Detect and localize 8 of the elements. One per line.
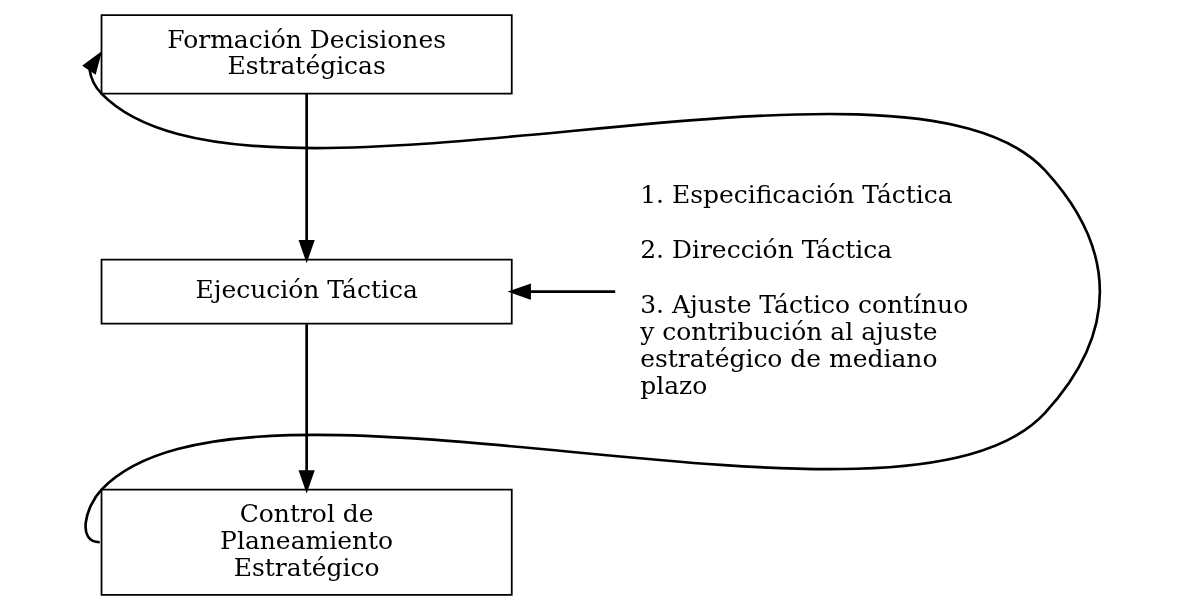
arrow (298, 93, 315, 264)
node-text: 1. Especificación Táctica 2. Dirección Táctica 3. Ajuste Táctico contínuo y contribución al ajuste estratégico de mediano plazo (639, 179, 968, 400)
arrow (81, 51, 1101, 544)
arrow (507, 283, 615, 300)
node-box: Ejecución Táctica (100, 258, 513, 325)
node-box: Control de Planeamiento Estratégico (100, 488, 513, 596)
node-box: Formación Decisiones Estratégicas (100, 14, 513, 95)
arrow (298, 324, 315, 494)
